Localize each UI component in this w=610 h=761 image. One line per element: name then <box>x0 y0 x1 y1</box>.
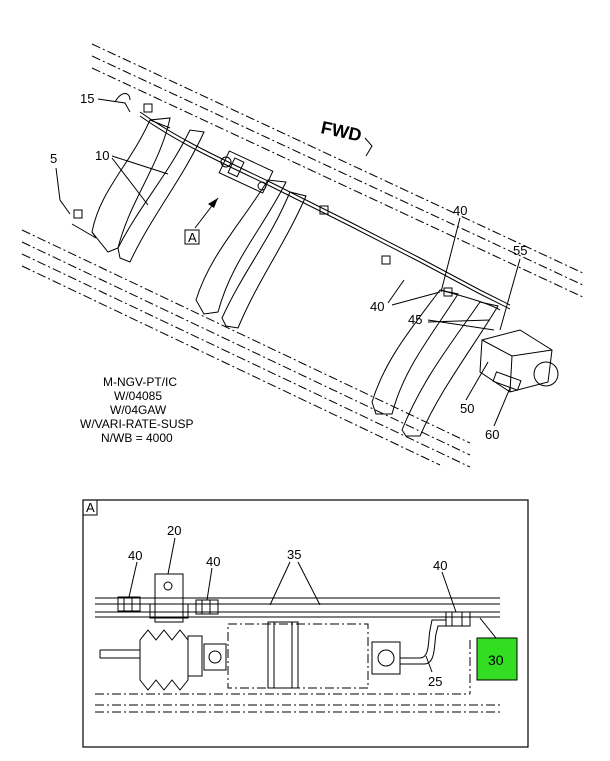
detail-callout-25: 25 <box>428 674 442 689</box>
upper-isometric-view: FWD A 15 5 10 40 40 55 45 50 <box>21 43 586 468</box>
detail-frame <box>82 499 529 748</box>
clips <box>73 103 453 297</box>
detail-callout-40-center: 40 <box>206 554 220 569</box>
model-caption: M-NGV-PT/IC W/04085 W/04GAW W/VARI-RATE-… <box>80 375 194 445</box>
caption-line-1: M-NGV-PT/IC <box>103 375 177 389</box>
detail-callout-30: 30 <box>488 652 504 668</box>
bellows-assembly <box>99 629 227 691</box>
fwd-arrow-icon <box>364 137 373 157</box>
control-module <box>479 329 559 393</box>
valve-body <box>227 621 401 689</box>
view-ref-label: A <box>188 230 197 245</box>
valve-assembly <box>218 150 274 194</box>
callout-45: 45 <box>408 312 422 327</box>
fwd-label: FWD <box>319 117 363 145</box>
spring-bracket-3 <box>371 289 501 437</box>
spring-bracket-1 <box>71 117 205 263</box>
detail-callout-20: 20 <box>167 523 181 538</box>
callout-5: 5 <box>50 151 57 166</box>
detail-callouts: 40 20 40 35 40 25 <box>128 523 447 689</box>
detail-leaders <box>128 537 497 673</box>
caption-line-3: W/04GAW <box>110 403 167 417</box>
detail-callout-35: 35 <box>287 547 301 562</box>
part-30-highlight[interactable] <box>476 637 518 681</box>
callout-40-mid: 40 <box>370 299 384 314</box>
callout-10: 10 <box>95 148 109 163</box>
bracket-20 <box>149 573 189 623</box>
caption-line-5: N/WB = 4000 <box>101 431 173 445</box>
detail-label: A <box>86 500 95 515</box>
detail-label-box <box>82 499 98 516</box>
hose-25 <box>400 619 446 659</box>
caption-line-2: W/04085 <box>114 389 162 403</box>
callout-55: 55 <box>513 243 527 258</box>
callout-60: 60 <box>485 427 499 442</box>
detail-view-a: A <box>82 499 529 748</box>
view-arrow-icon <box>208 198 218 208</box>
view-ref-box <box>184 229 200 245</box>
detail-callout-40-left: 40 <box>128 548 142 563</box>
callout-15: 15 <box>80 91 94 106</box>
frame-rails <box>21 43 586 468</box>
fittings <box>117 596 471 627</box>
caption-line-4: W/VARI-RATE-SUSP <box>80 417 194 431</box>
callout-50: 50 <box>460 401 474 416</box>
upper-callouts: 15 5 10 40 40 55 45 50 60 <box>50 91 527 442</box>
air-line-run <box>114 93 511 310</box>
callout-40-top: 40 <box>453 203 467 218</box>
detail-rails <box>95 640 500 713</box>
detail-callout-40-right: 40 <box>433 558 447 573</box>
spring-bracket-2 <box>195 179 307 329</box>
